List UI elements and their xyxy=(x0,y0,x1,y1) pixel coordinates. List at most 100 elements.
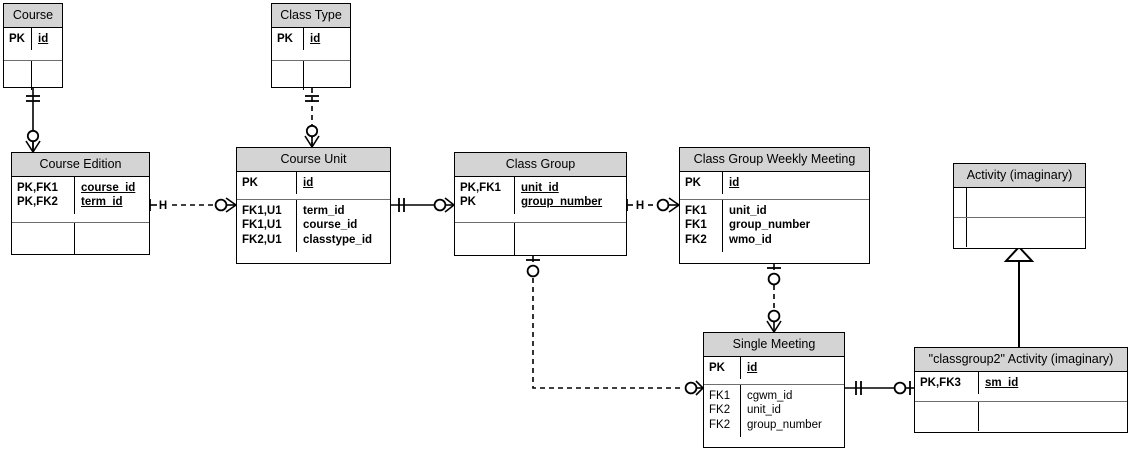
attr-text: wmo_id xyxy=(729,233,772,246)
attr-text: unit_id xyxy=(729,204,767,217)
connector-label-h2: H xyxy=(636,200,644,212)
key-text: FK2 xyxy=(709,418,731,431)
key-text: FK1 xyxy=(685,219,707,232)
entity-attr-section xyxy=(455,221,626,256)
entity-activity-imaginary[interactable]: Activity (imaginary) xyxy=(953,163,1086,249)
attr-cell: id xyxy=(32,28,62,51)
attr-text: unit_id xyxy=(747,404,781,417)
attr-cell xyxy=(979,402,1127,431)
entity-course-unit[interactable]: Course Unit PK id FK1,U1 FK1,U1 FK2,U1 t… xyxy=(236,147,391,264)
key-cell: PK xyxy=(704,356,741,380)
entity-pk-section: PK,FK3 sm_id xyxy=(915,371,1127,401)
entity-pk-section: PK,FK1 PK,FK2 course_id term_id xyxy=(12,176,149,222)
attr-text: classtype_id xyxy=(303,233,373,246)
attr-cell: unit_id group_number xyxy=(515,177,626,214)
entity-attr-section: FK1,U1 FK1,U1 FK2,U1 term_id course_id c… xyxy=(237,198,390,264)
entity-pk-section: PK id xyxy=(680,171,869,199)
attr-cell xyxy=(515,223,626,256)
attr-text: course_id xyxy=(81,181,136,194)
attr-text: id xyxy=(729,176,740,189)
attr-cell: id xyxy=(297,172,390,195)
attr-text: id xyxy=(38,32,49,45)
attr-text: sm_id xyxy=(985,376,1019,389)
key-text: PK xyxy=(460,196,476,209)
key-cell: PK xyxy=(680,171,723,195)
key-text: PK xyxy=(242,176,258,189)
entity-attr-section xyxy=(954,216,1085,247)
entity-title: Class Type xyxy=(272,4,350,28)
entity-title: Class Group Weekly Meeting xyxy=(680,148,869,172)
entity-class-type[interactable]: Class Type PK id xyxy=(271,3,351,90)
key-cell: PK,FK1 PK,FK2 xyxy=(12,176,75,214)
entity-class-group-weekly-meeting[interactable]: Class Group Weekly Meeting PK id FK1 FK1… xyxy=(679,147,870,264)
attr-text: term_id xyxy=(303,204,345,217)
attr-text: cgwm_id xyxy=(747,389,793,402)
entity-course-edition[interactable]: Course Edition PK,FK1 PK,FK2 course_id t… xyxy=(11,152,150,255)
entity-attr-section xyxy=(915,400,1127,431)
key-text: PK,FK3 xyxy=(920,376,961,389)
key-text: PK xyxy=(709,361,725,374)
attr-cell: id xyxy=(304,28,350,51)
entity-title: Course Edition xyxy=(12,153,149,177)
key-cell xyxy=(915,401,979,431)
entity-title: Course xyxy=(4,4,62,28)
key-text: PK xyxy=(277,32,293,45)
attr-cell xyxy=(75,223,149,255)
attr-text: id xyxy=(303,176,314,189)
attr-text: course_id xyxy=(303,219,358,232)
entity-title: Single Meeting xyxy=(704,333,844,357)
key-text: FK1 xyxy=(685,204,707,217)
key-cell xyxy=(4,60,32,90)
attr-text: group_number xyxy=(747,418,822,431)
connector-cgwm-to-single-meeting xyxy=(766,264,782,333)
entity-class-group[interactable]: Class Group PK,FK1 PK unit_id group_numb… xyxy=(454,152,627,256)
attr-cell: cgwm_id unit_id group_number xyxy=(741,385,844,437)
key-text: PK,FK2 xyxy=(17,196,58,209)
entity-attr-section xyxy=(4,59,62,90)
key-text: PK,FK1 xyxy=(460,181,501,194)
entity-title: "classgroup2" Activity (imaginary) xyxy=(915,348,1127,372)
attr-text: group_number xyxy=(729,219,811,232)
key-cell: PK,FK1 PK xyxy=(455,176,515,214)
entity-single-meeting[interactable]: Single Meeting PK id FK1 FK2 FK2 cgwm_id… xyxy=(703,332,845,448)
attr-text: group_number xyxy=(521,196,603,209)
attr-text: id xyxy=(747,361,758,374)
key-cell: FK1 FK2 FK2 xyxy=(704,384,741,437)
entity-title: Class Group xyxy=(455,153,626,177)
attr-cell: id xyxy=(741,357,844,380)
key-cell: FK1 FK1 FK2 xyxy=(680,199,723,252)
attr-text: term_id xyxy=(81,196,123,209)
key-text: PK xyxy=(685,176,701,189)
attr-text: unit_id xyxy=(521,181,559,194)
connector-class-group-to-single-meeting xyxy=(526,256,704,396)
entity-classgroup2-activity-imaginary[interactable]: "classgroup2" Activity (imaginary) PK,FK… xyxy=(914,347,1128,433)
key-cell: FK1,U1 FK1,U1 FK2,U1 xyxy=(237,199,297,252)
connector-course-edition-to-course-unit xyxy=(149,197,237,213)
entity-attr-section: FK1 FK1 FK2 unit_id group_number wmo_id xyxy=(680,198,869,264)
connector-class-group-to-cgwm xyxy=(626,197,680,213)
key-text: FK1,U1 xyxy=(242,219,282,232)
connector-label-h1: H xyxy=(159,200,167,212)
attr-cell xyxy=(967,218,1085,247)
key-cell xyxy=(954,187,967,217)
key-cell xyxy=(272,60,304,90)
attr-cell: unit_id group_number wmo_id xyxy=(723,200,869,252)
attr-cell: sm_id xyxy=(979,372,1127,395)
key-cell: PK xyxy=(4,27,32,51)
entity-title: Activity (imaginary) xyxy=(954,164,1085,188)
attr-cell xyxy=(967,188,1085,217)
entity-attr-section xyxy=(12,221,149,255)
attr-cell xyxy=(304,61,350,90)
key-text: FK1,U1 xyxy=(242,204,282,217)
key-text: FK1 xyxy=(709,389,731,402)
attr-text: id xyxy=(310,32,321,45)
key-text: PK xyxy=(9,32,25,45)
attr-cell: id xyxy=(723,172,869,195)
entity-title: Course Unit xyxy=(237,148,390,172)
entity-course[interactable]: Course PK id xyxy=(3,3,63,90)
key-text: FK2 xyxy=(709,404,731,417)
key-cell xyxy=(12,222,75,255)
connector-course-to-course-edition xyxy=(25,88,41,153)
entity-pk-section xyxy=(954,187,1085,217)
entity-pk-section: PK id xyxy=(237,171,390,199)
